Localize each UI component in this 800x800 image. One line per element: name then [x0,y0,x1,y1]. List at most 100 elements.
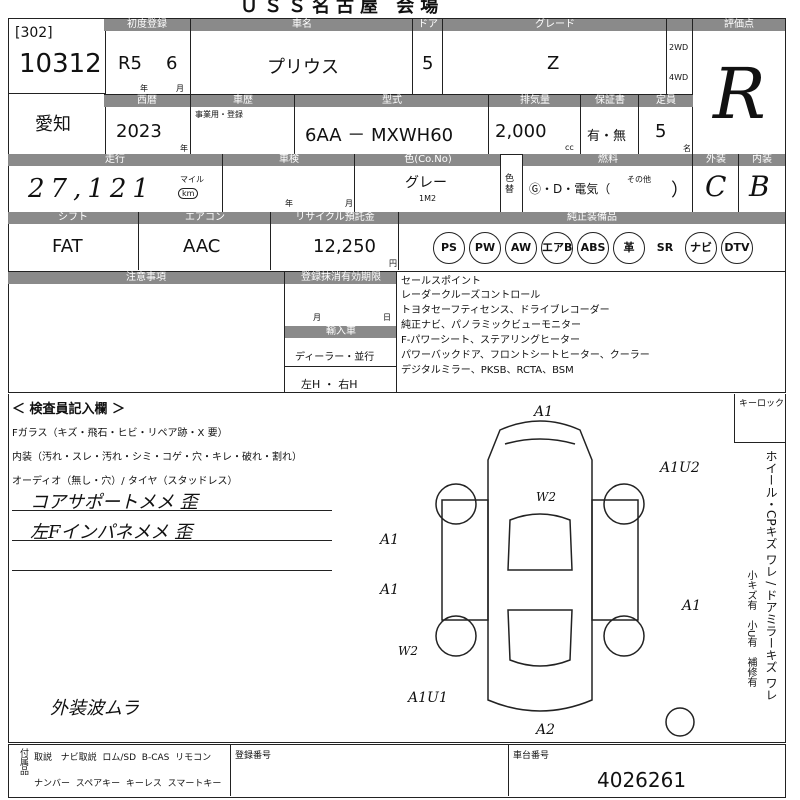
region: 愛知 [35,114,71,135]
color-header: 色(Co.No) [355,154,501,166]
sales-points: レーダークルーズコントロール トヨタセーフティセンス、ドライブレコーダー 純正ナ… [401,288,650,378]
color-cell: 色(Co.No) グレー 1M2 [354,154,501,212]
model-code: 6AA － MXWH60 [305,125,454,146]
month-unit: 月 [176,84,184,93]
auction-title: ＵＳＳ名古屋 会場 [240,0,445,17]
car-rear-window [507,609,573,667]
equip-sr: SR [656,241,674,254]
fuel-other: その他 [627,175,651,184]
damage-mark: A1 [534,404,554,420]
interior-header: 内装 [739,154,785,166]
interior-cell: 内装 B [738,154,785,212]
color-name: グレー [405,175,447,191]
displacement-header: 排気量 [489,95,581,107]
acc-keyless: キーレス [125,779,162,789]
sales-header: セールスポイント [401,276,481,287]
reg-header: 登録抹消有効期限 [285,272,397,284]
displacement-cell: 排気量 2,000 cc [488,94,581,155]
note-rule [12,540,332,541]
accessory-row1: 取説 ナビ取説 ロム/SD B-CAS リモコン [34,750,211,763]
exterior-header: 外装 [693,154,739,166]
chassis-label: 車台番号 [513,751,550,761]
recycle-fee: 12,250 [313,236,376,257]
equip-ps: PS [433,232,465,264]
car-windshield [507,513,573,571]
aircon-header: エアコン [139,212,271,224]
fuel-cell: 燃料 Ⓖ・D・電気（ その他 ） [522,154,693,212]
fuel-close: ） [671,180,689,201]
car-name-cell: 車名 プリウス [190,18,413,95]
first-reg-month: 6 [166,53,178,74]
car-right-doors [591,499,639,621]
side-label: ホイール・CPキズ ワレ / ドアミラーキズ ワレ [764,450,778,701]
mileage-header: 走行 [8,154,222,166]
rating-value: R [713,53,766,135]
lot-prefix: [302] [15,25,53,41]
fuel-header: 燃料 [523,154,693,166]
grade-cell: グレード Z [442,18,667,95]
history-note: 事業用・登録 [195,110,243,119]
first-reg-cell: 初度登録 R5 6 年 月 [104,18,190,95]
mileage-cell: 走行 27,121 マイル km [8,154,222,212]
door-count: 5 [422,53,434,74]
year-header: 西暦 [104,95,190,107]
damage-mark: W2 [398,644,418,658]
car-body [487,420,593,712]
damage-mark: A1U2 [660,460,700,476]
side-sublabel: 小キズ有 小U有 補修有 [745,570,756,688]
color-code: 1M2 [419,194,437,203]
accessory-row2: ナンバー スペアキー キーレス スマートキー [34,776,221,789]
drive-cell: 2WD 4WD [666,18,693,95]
damage-mark: A1 [682,598,702,614]
inspector-section [8,394,786,743]
shift-cell: シフト FAT [8,212,138,270]
sales-point: 純正ナビ、パノラミックビューモニター [401,320,581,331]
wheel-fr [603,483,645,525]
inspector-line: オーディオ（無し・穴）/ タイヤ（スタッドレス） [12,476,238,487]
bottom-row [8,744,786,798]
fuel: Ⓖ・D・電気（ [529,182,611,196]
rating-cell: 評価点 R [692,18,786,155]
grade: Z [547,53,560,74]
sales-point: デジタルミラー、PKSB、RCTA、BSM [401,365,574,376]
inspector-title: ＜ 検査員記入欄 ＞ [12,402,126,417]
door-header: ドア [413,19,443,31]
lot-number: 10312 [19,49,102,79]
damage-mark: W2 [536,490,556,504]
equip-navi: ナビ [685,232,717,264]
capacity-header: 定員 [639,95,693,107]
recycle-header: リサイクル預託金 [271,212,399,224]
warranty-header: 保証書 [581,95,639,107]
wheel-fl [435,483,477,525]
notes-row [8,272,786,393]
model-header: 型式 [295,95,489,107]
equip-airbag: エアB [541,232,573,264]
rating-header: 評価点 [693,19,785,31]
note-rule [12,570,332,571]
inspection-cell: 車検 年 月 [222,154,355,212]
equipment-header: 純正装備品 [399,212,785,224]
damage-mark: A1 [380,582,400,598]
acc-rom: ロム/SD [102,753,137,763]
reg-no-label: 登録番号 [235,751,272,761]
wheel-rl [435,615,477,657]
notice-header: 注意事項 [8,272,284,284]
car-name: プリウス [267,57,339,78]
keylock-label: キーロック [739,399,785,409]
interior-grade: B [749,170,770,203]
inspector-lines: Fガラス（キズ・飛石・ヒビ・リペア跡・X 要） 内装（汚れ・スレ・汚れ・シミ・コ… [12,422,302,494]
import-dealer: ディーラー・並行 [295,352,375,363]
warranty-cell: 保証書 有・無 [580,94,639,155]
shift: FAT [52,236,83,257]
hand-note: コアサポートメメ 歪 [30,492,198,513]
recycle-cell: リサイクル預託金 12,250 円 [270,212,399,270]
first-reg-era: R5 [118,53,142,74]
damage-mark: A1U1 [408,690,448,706]
inspector-line: Fガラス（キズ・飛石・ヒビ・リペア跡・X 要） [12,428,228,439]
cc-unit: cc [565,143,574,152]
mileage: 27,121 [28,174,155,204]
reg-no-cell: 登録番号 [230,744,509,796]
chassis-number: 4026261 [597,768,687,792]
acc-nav-manual: ナビ取説 [60,753,97,763]
